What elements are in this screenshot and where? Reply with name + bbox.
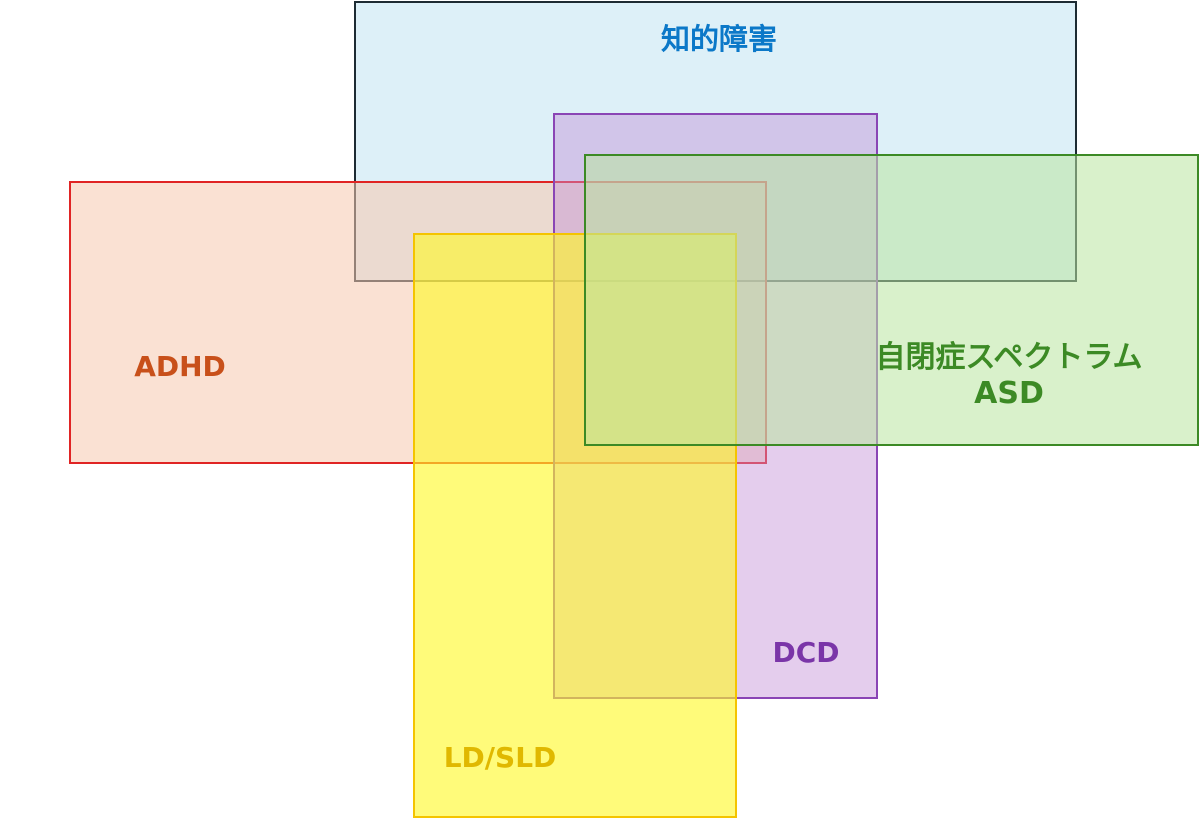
- asd-label-name: 自閉症スペクトラム: [875, 340, 1143, 375]
- asd-label: 自閉症スペクトラム ASD: [850, 340, 1168, 412]
- asd-region: [584, 154, 1199, 446]
- dcd-label: DCD: [772, 636, 840, 669]
- intellectual-disability-label: 知的障害: [660, 22, 777, 56]
- adhd-label: ADHD: [134, 350, 226, 383]
- asd-label-abbreviation: ASD: [974, 376, 1044, 411]
- ld-sld-label: LD/SLD: [443, 741, 557, 774]
